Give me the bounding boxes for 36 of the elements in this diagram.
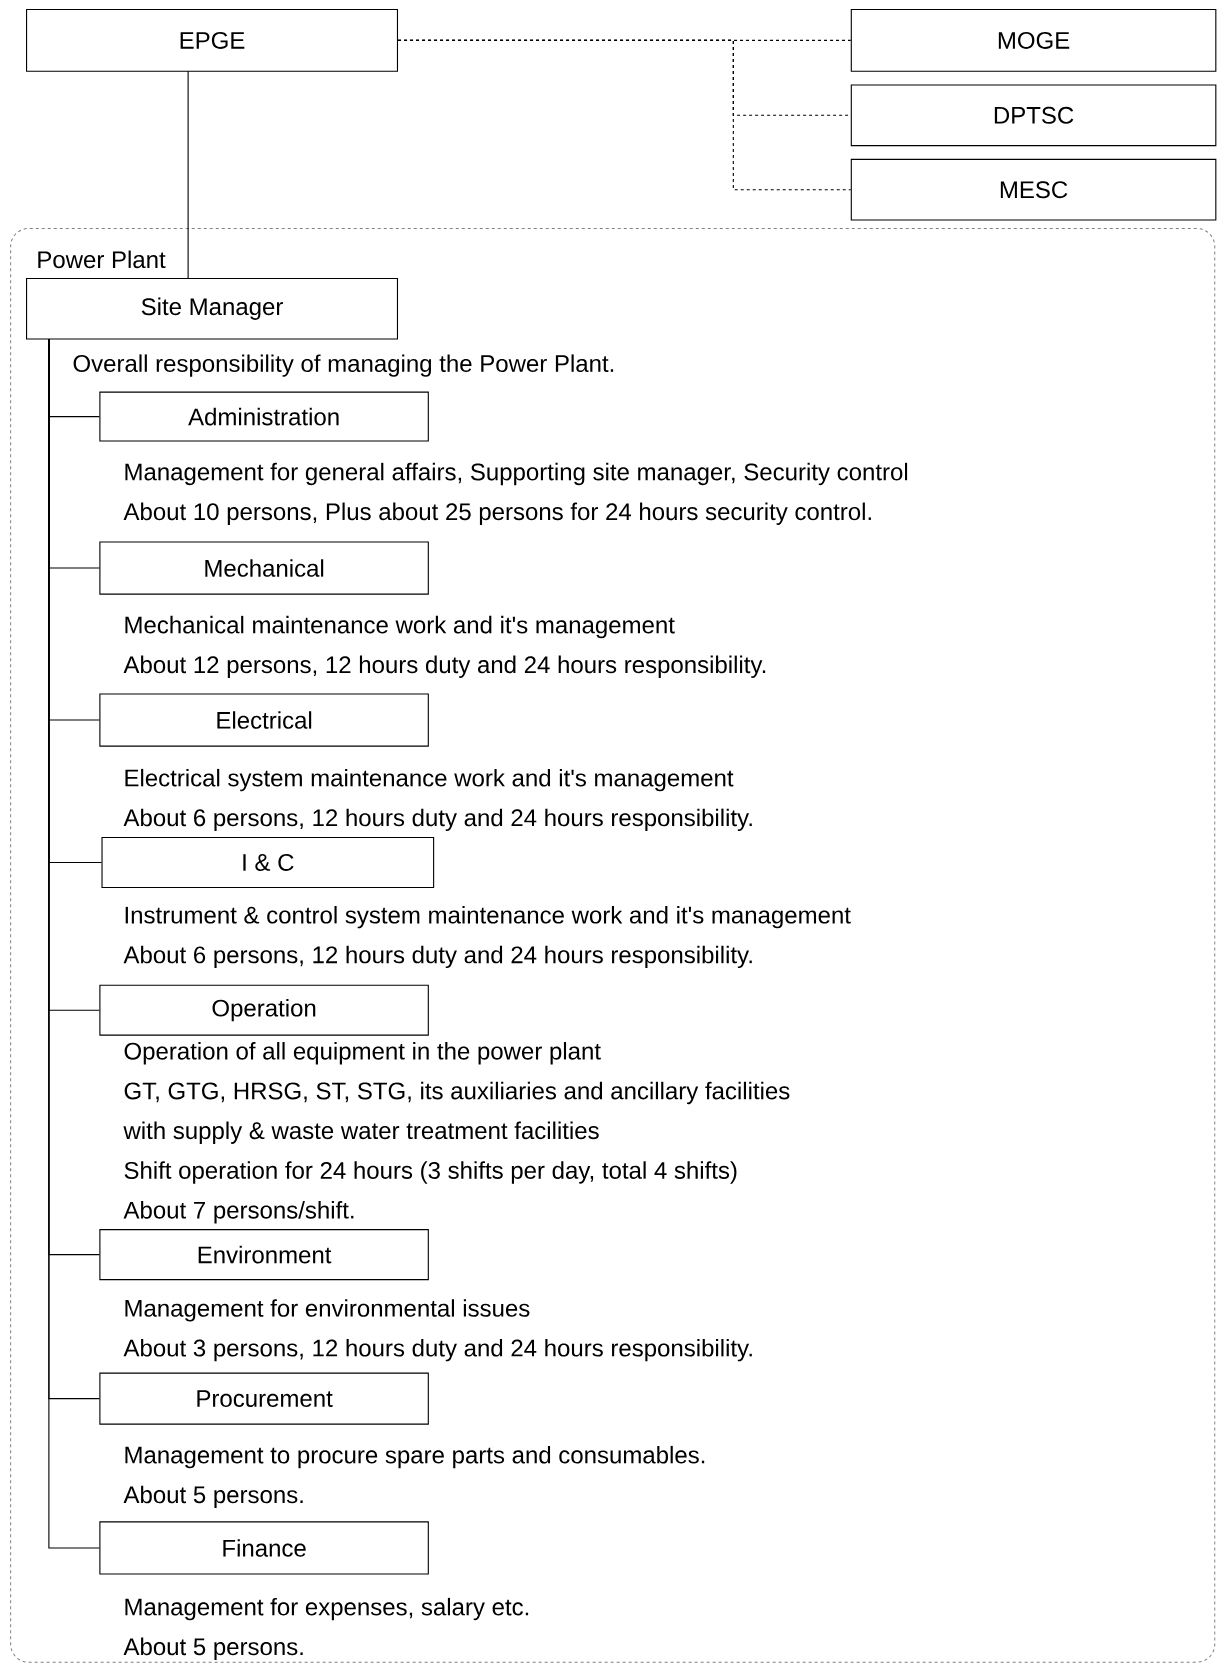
- description-text: GT, GTG, HRSG, ST, STG, its auxiliaries and ancillary facilities: [124, 1081, 790, 1105]
- description-text: Management for general affairs, Supporting site manager, Security control: [125, 462, 908, 486]
- connector-line: [397, 39, 852, 191]
- description-text: Management for expenses, salary etc.: [125, 1597, 529, 1621]
- description-text: Management for environmental issues: [125, 1299, 530, 1322]
- org-box: MESC: [850, 158, 1217, 221]
- org-box: Environment: [99, 1229, 429, 1281]
- description-text: with supply & waste water treatment facilities: [123, 1121, 599, 1144]
- description-text: Overall responsibility of managing the Power Plant.: [73, 354, 614, 377]
- description-text: About 10 persons, Plus about 25 persons for 24 hours security control.: [123, 502, 871, 525]
- description-text: Instrument & control system maintenance work and it's management: [125, 906, 851, 929]
- org-box: Electrical: [99, 693, 429, 747]
- org-box: Mechanical: [99, 541, 429, 595]
- description-text: About 6 persons, 12 hours duty and 24 hours responsibility.: [123, 808, 752, 831]
- org-box: Administration: [99, 391, 429, 442]
- description-text: About 12 persons, 12 hours duty and 24 hours responsibility.: [123, 655, 766, 678]
- description-text: About 5 persons.: [123, 1485, 303, 1508]
- org-box: MOGE: [850, 9, 1217, 72]
- description-text: Shift operation for 24 hours (3 shifts per day, total 4 shifts): [124, 1161, 737, 1184]
- description-text: Mechanical maintenance work and it's management: [125, 615, 675, 639]
- org-box: EPGE: [26, 9, 399, 72]
- org-box: DPTSC: [850, 84, 1217, 147]
- org-box: Procurement: [99, 1372, 429, 1425]
- description-text: About 3 persons, 12 hours duty and 24 hours responsibility.: [123, 1339, 752, 1362]
- description-text: About 7 persons/shift.: [123, 1201, 354, 1224]
- description-text: About 5 persons.: [123, 1637, 303, 1660]
- org-box: I & C: [101, 836, 435, 888]
- group-label: Power Plant: [38, 250, 166, 269]
- connector-line: [187, 70, 189, 279]
- org-box: Operation: [99, 984, 429, 1036]
- description-text: About 6 persons, 12 hours duty and 24 hours responsibility.: [123, 945, 752, 969]
- org-box: Site Manager: [26, 277, 399, 340]
- org-box: Finance: [99, 1521, 429, 1575]
- description-text: Electrical system maintenance work and it's management: [125, 768, 734, 792]
- description-text: Operation of all equipment in the power plant: [124, 1042, 601, 1065]
- description-text: Management to procure spare parts and consumables.: [125, 1445, 705, 1469]
